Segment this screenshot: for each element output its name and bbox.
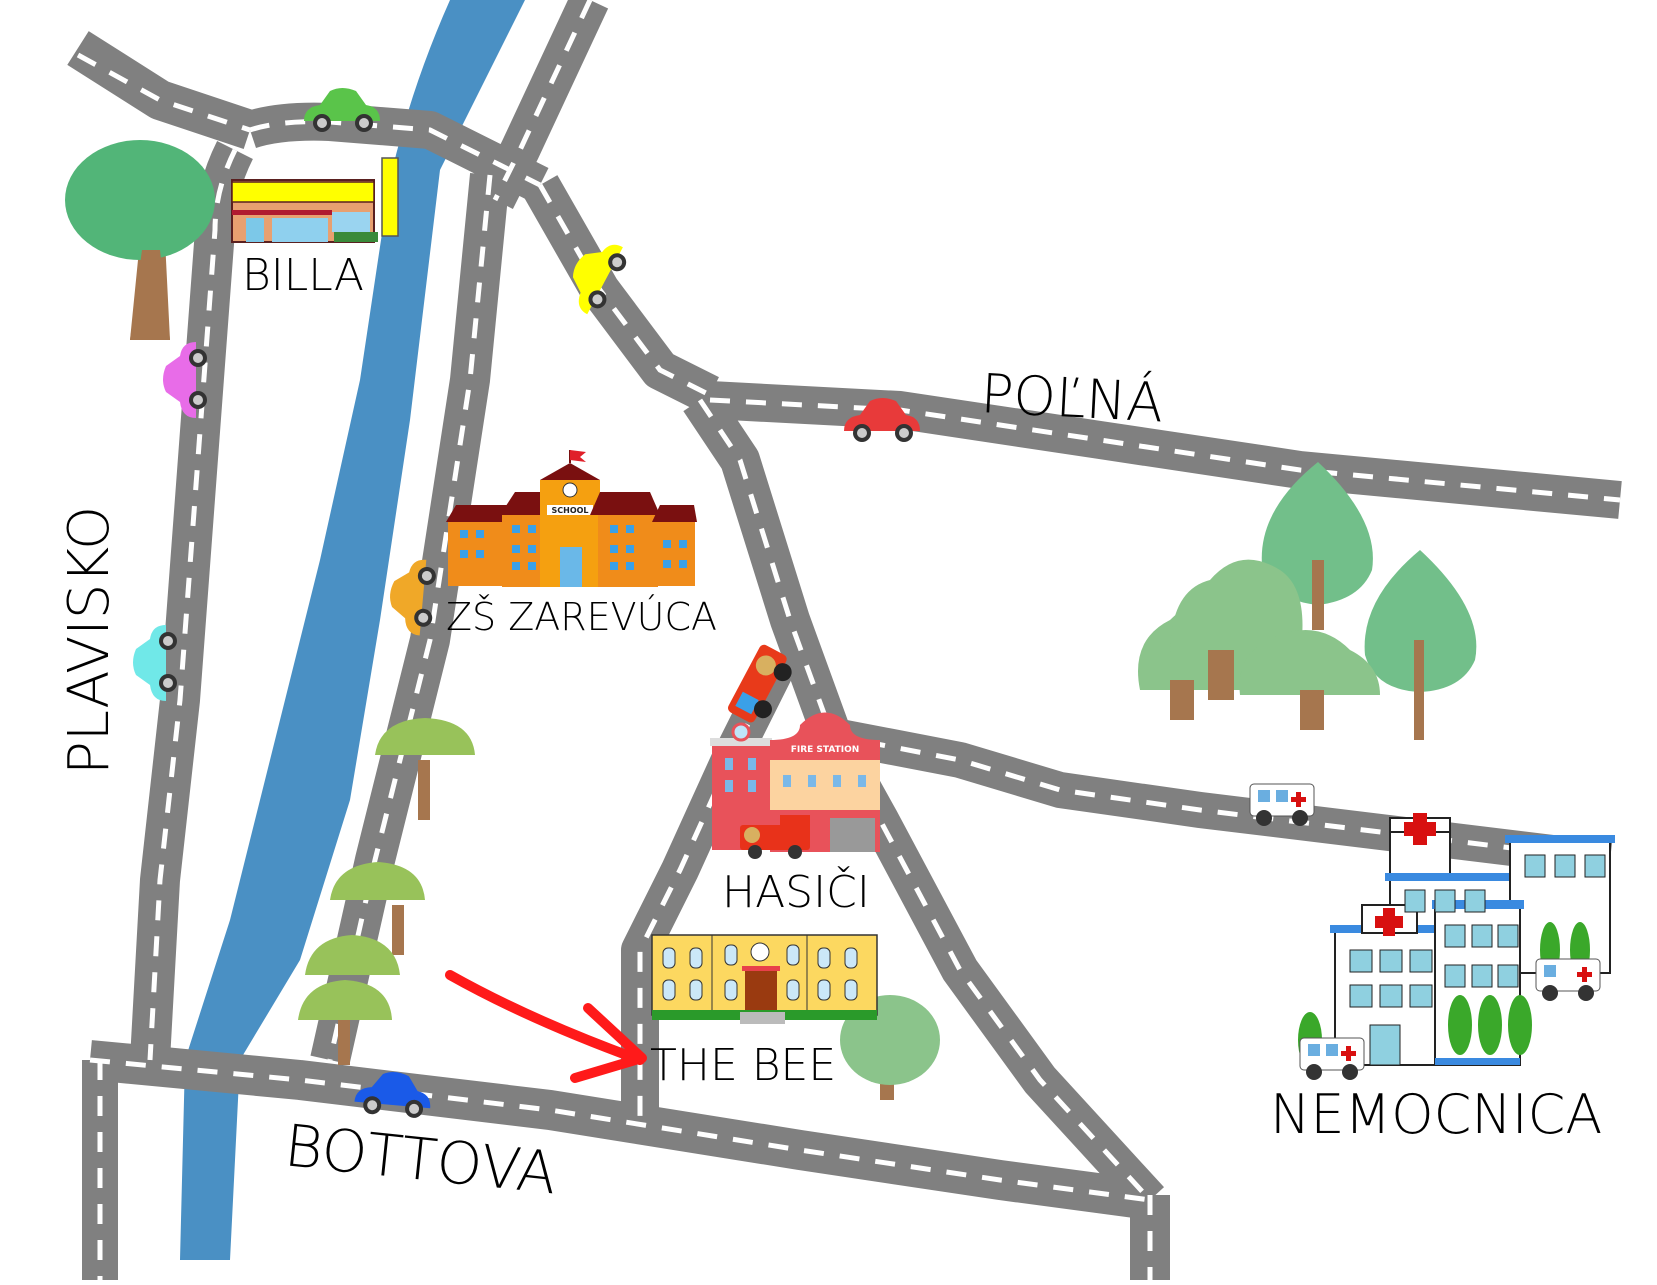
car-pink [163, 342, 207, 418]
fire-station-sign: FIRE STATION [791, 745, 860, 755]
fire-truck [728, 644, 792, 723]
place-label-billa: BILLA [242, 250, 364, 301]
the-bee-building [651, 934, 878, 1024]
car-red [844, 398, 920, 442]
car-orange [390, 559, 436, 636]
place-label-hasici: HASIČI [722, 865, 870, 918]
street-label-polna: POĽNÁ [979, 362, 1165, 434]
red-arrow-icon [445, 970, 647, 1083]
forest [1138, 462, 1477, 740]
street-label-plavisko: PLAVISKO [57, 506, 122, 775]
ambulance-hospital-right [1535, 958, 1601, 1001]
tree-big-left [65, 140, 215, 340]
car-cyan [133, 625, 177, 701]
car-blue [354, 1072, 431, 1118]
car-green [304, 88, 380, 132]
ambulance-road [1249, 783, 1315, 826]
billa-store [231, 157, 399, 243]
ambulance-hospital-front [1299, 1037, 1365, 1080]
road-dashes [76, 0, 1621, 1280]
hospital [1298, 813, 1615, 1068]
school-sign: SCHOOL [551, 506, 588, 515]
school-building: SCHOOL [446, 450, 697, 587]
river [180, 0, 525, 1260]
place-label-the-bee: THE BEE [650, 1040, 836, 1091]
car-yellow [572, 244, 627, 315]
place-label-zs-zarevuca: ZŠ ZAREVÚCA [446, 595, 717, 639]
place-label-nemocnica: NEMOCNICA [1270, 1083, 1602, 1146]
fire-station: FIRE STATION [710, 712, 880, 859]
trees-near-river [298, 718, 475, 1065]
